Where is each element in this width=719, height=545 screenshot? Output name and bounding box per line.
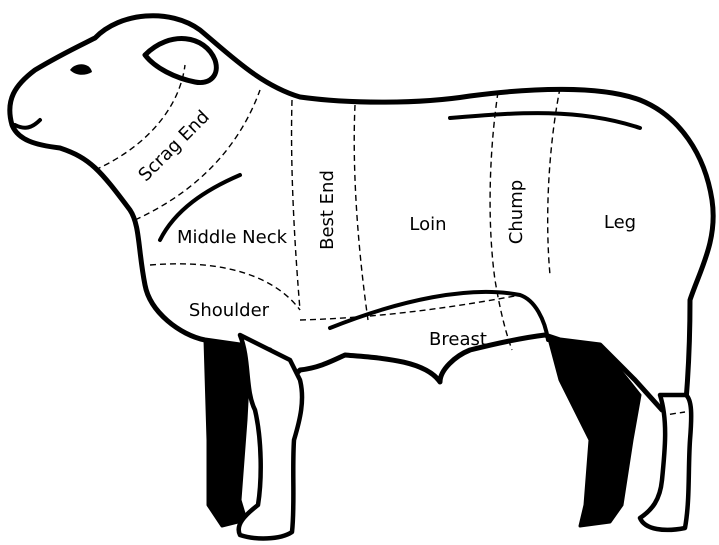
far-front-leg	[205, 340, 250, 526]
near-front-leg	[239, 335, 302, 538]
label-leg: Leg	[604, 212, 636, 233]
label-best-end: Best End	[317, 170, 338, 250]
label-breast: Breast	[429, 329, 487, 350]
label-shoulder: Shoulder	[189, 300, 270, 321]
label-middle-neck: Middle Neck	[177, 227, 288, 248]
label-loin: Loin	[409, 214, 446, 235]
label-chump: Chump	[506, 180, 527, 244]
